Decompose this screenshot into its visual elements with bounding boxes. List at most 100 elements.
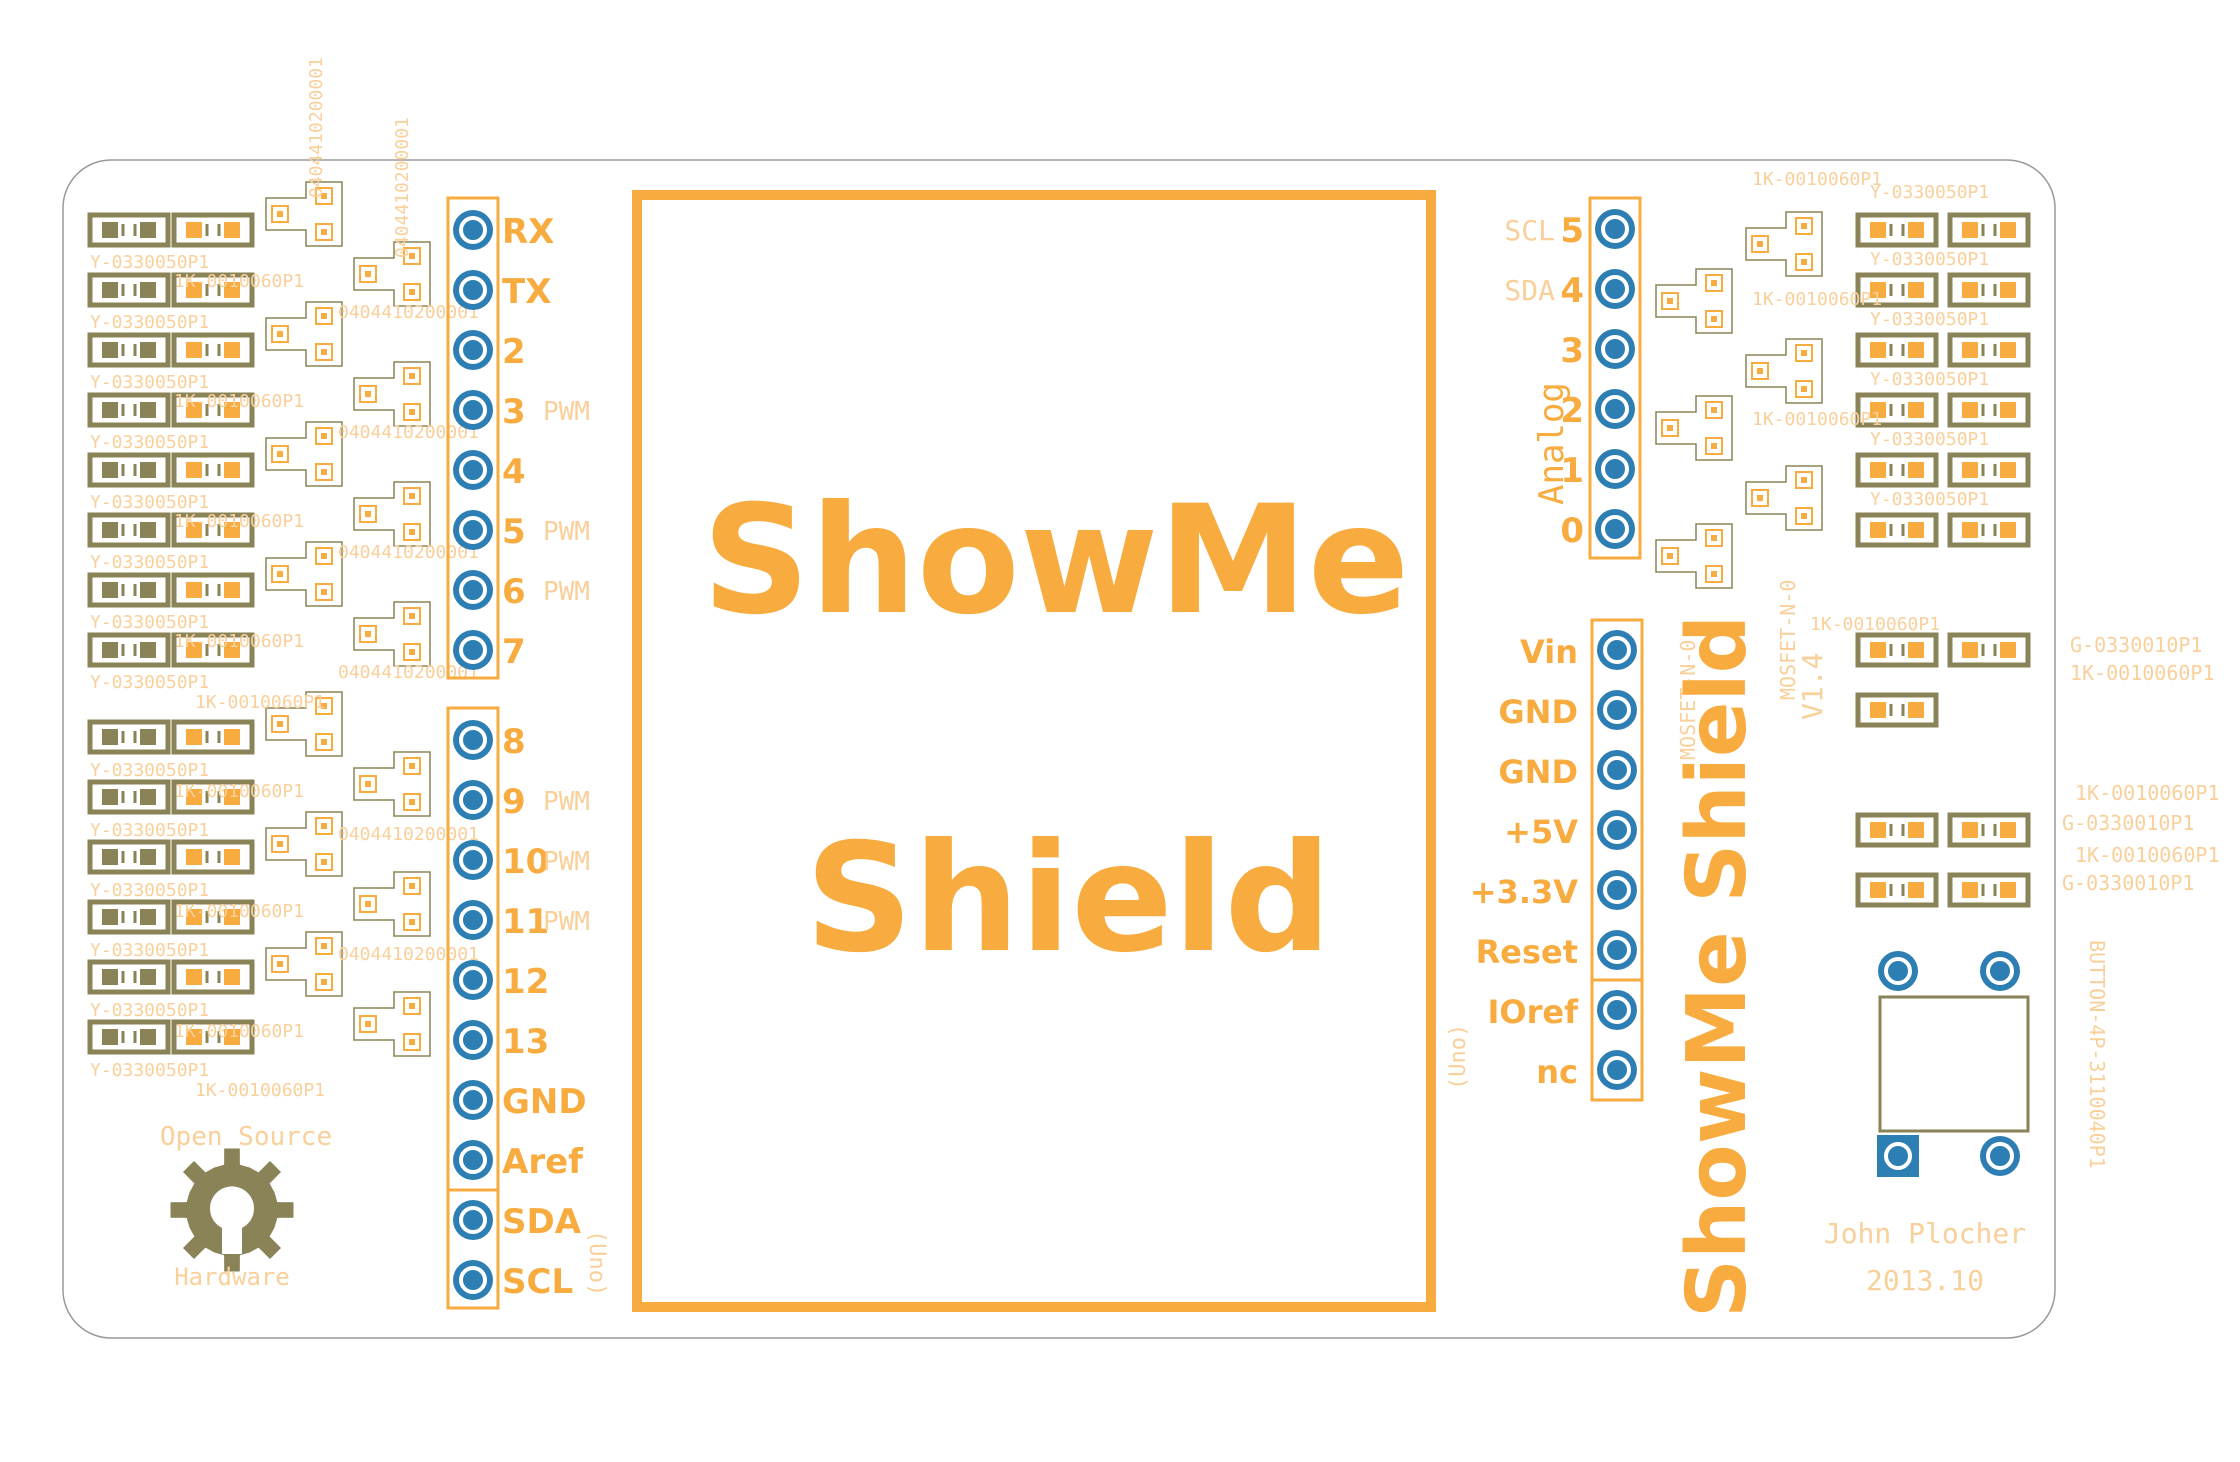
pin-pad bbox=[1597, 750, 1637, 790]
pin-pad bbox=[1597, 690, 1637, 730]
resistor bbox=[171, 332, 255, 368]
pin-label: GND bbox=[1498, 753, 1578, 791]
pin-label: 13 bbox=[502, 1022, 549, 1062]
pin-pad bbox=[453, 1200, 493, 1240]
part-label: MOSFET-N-0 bbox=[1676, 640, 1700, 760]
pin-pad bbox=[453, 330, 493, 370]
push-button bbox=[1878, 995, 2030, 1133]
pwm-label: PWM bbox=[543, 907, 590, 937]
pwm-label: PWM bbox=[543, 397, 590, 427]
led-yellow bbox=[87, 1019, 171, 1055]
led-yellow bbox=[87, 272, 171, 308]
header-analog-outline bbox=[1588, 196, 1642, 560]
button-pad-square bbox=[1877, 1135, 1919, 1177]
pin-pad bbox=[453, 1080, 493, 1120]
part-label: 1K-0010060P1 bbox=[174, 631, 304, 652]
resistor bbox=[171, 839, 255, 875]
led-yellow bbox=[1947, 392, 2031, 428]
led-yellow bbox=[1947, 332, 2031, 368]
led-yellow bbox=[1947, 452, 2031, 488]
resistor bbox=[1855, 332, 1939, 368]
header-power-outline bbox=[1590, 618, 1644, 1102]
part-label: Y-0330050P1 bbox=[90, 612, 209, 633]
mosfet bbox=[1745, 211, 1823, 277]
right-led-array bbox=[1855, 212, 2031, 908]
pin-pad bbox=[1597, 810, 1637, 850]
pin-label: Vin bbox=[1520, 633, 1578, 671]
mosfet bbox=[265, 301, 343, 367]
title-vertical: ShowMe Shield bbox=[1670, 615, 1765, 1318]
pin-label: nc bbox=[1536, 1053, 1578, 1091]
part-label: Y-0330050P1 bbox=[90, 552, 209, 573]
part-label: Y-0330050P1 bbox=[90, 820, 209, 841]
mosfet bbox=[265, 541, 343, 607]
resistor bbox=[171, 392, 255, 428]
part-label: 0404410200001 bbox=[306, 57, 327, 198]
led-yellow bbox=[87, 839, 171, 875]
uno-tag-left: (Uno) bbox=[584, 1230, 609, 1296]
led-yellow bbox=[87, 392, 171, 428]
resistor bbox=[1855, 392, 1939, 428]
pin-label: Reset bbox=[1476, 933, 1578, 971]
pin-pad bbox=[1597, 930, 1637, 970]
pin-pad bbox=[453, 210, 493, 250]
part-label: 0404410200001 bbox=[338, 302, 479, 323]
led-yellow bbox=[87, 899, 171, 935]
part-label: 1K-0010060P1 bbox=[1752, 409, 1882, 430]
part-label: Y-0330050P1 bbox=[90, 312, 209, 333]
part-label: Y-0330050P1 bbox=[90, 432, 209, 453]
pin-pad bbox=[453, 570, 493, 610]
pin-pad bbox=[1595, 449, 1635, 489]
resistor bbox=[171, 899, 255, 935]
mosfet bbox=[353, 871, 431, 937]
pin-label: 5 bbox=[1560, 211, 1584, 251]
button-body bbox=[1878, 995, 2030, 1133]
part-label: 1K-0010060P1 bbox=[2070, 661, 2215, 685]
display-outline bbox=[632, 190, 1436, 1312]
part-label: 0404410200001 bbox=[338, 422, 479, 443]
part-label: Y-0330050P1 bbox=[90, 492, 209, 513]
part-label: Y-0330050P1 bbox=[1870, 489, 1989, 510]
header-left-top-outline bbox=[446, 196, 500, 680]
led-yellow bbox=[87, 959, 171, 995]
pin-label: SCL bbox=[502, 1262, 573, 1302]
part-label: G-0330010P1 bbox=[2062, 811, 2194, 835]
resistor bbox=[171, 719, 255, 755]
part-label: G-0330010P1 bbox=[2062, 871, 2194, 895]
resistor bbox=[1855, 212, 1939, 248]
resistor bbox=[1855, 632, 1939, 668]
part-label: 1K-0010060P1 bbox=[174, 511, 304, 532]
mosfet bbox=[265, 421, 343, 487]
author-label: John Plocher bbox=[1824, 1217, 2026, 1250]
pin-pad bbox=[1595, 269, 1635, 309]
led-green bbox=[1947, 812, 2031, 848]
mosfet bbox=[353, 481, 431, 547]
part-label: 1K-0010060P1 bbox=[195, 1080, 325, 1101]
mosfet-array bbox=[265, 181, 1823, 1057]
led-yellow bbox=[87, 779, 171, 815]
part-label: Y-0330050P1 bbox=[90, 672, 209, 693]
pin-label: 6 bbox=[502, 572, 526, 612]
resistor bbox=[171, 452, 255, 488]
title-line1: ShowMe bbox=[702, 474, 1409, 648]
part-label: 1K-0010060P1 bbox=[174, 901, 304, 922]
led-green bbox=[1947, 872, 2031, 908]
led-yellow bbox=[1947, 212, 2031, 248]
part-label: Y-0330050P1 bbox=[1870, 182, 1989, 203]
mosfet bbox=[353, 601, 431, 667]
pin-pad bbox=[453, 1140, 493, 1180]
pin-label: 7 bbox=[502, 632, 526, 672]
pin-pad bbox=[453, 630, 493, 670]
part-label: Y-0330050P1 bbox=[1870, 429, 1989, 450]
resistor bbox=[171, 572, 255, 608]
resistor bbox=[171, 959, 255, 995]
analog-group-label: Analog bbox=[1532, 382, 1572, 505]
part-label: 1K-0010060P1 bbox=[174, 781, 304, 802]
resistor bbox=[171, 272, 255, 308]
pin-pad bbox=[453, 960, 493, 1000]
part-labels: Y-0330050P1Y-0330050P1Y-0330050P1Y-03300… bbox=[90, 57, 2220, 1101]
part-label: Y-0330050P1 bbox=[1870, 249, 1989, 270]
